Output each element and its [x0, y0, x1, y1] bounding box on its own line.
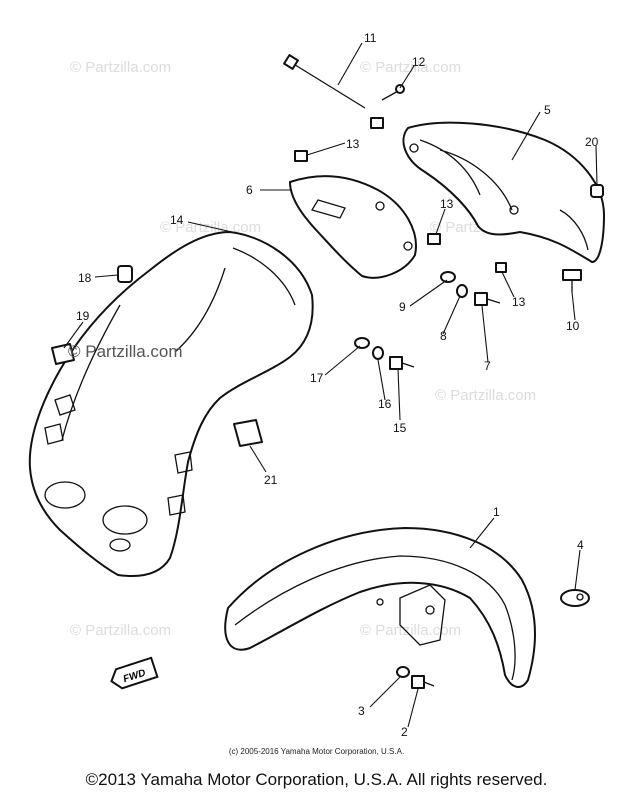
callout-1: 1 [493, 505, 500, 519]
footer-copyright: ©2013 Yamaha Motor Corporation, U.S.A. A… [85, 770, 548, 789]
callout-21: 21 [264, 473, 278, 487]
callout-6: 6 [246, 183, 253, 197]
callout-numbers: 11 12 5 13 20 6 13 14 18 19 9 8 7 13 10 … [76, 31, 599, 739]
part-13-collar [427, 233, 441, 245]
callout-7: 7 [484, 359, 491, 373]
callout-19: 19 [76, 309, 90, 323]
part-5-fender-stay [402, 121, 605, 263]
part-18-clip [117, 265, 133, 283]
part-15-bolt [389, 356, 415, 370]
part-11-bolt [283, 54, 366, 109]
part-20-grommet [590, 184, 604, 198]
callout-11: 11 [364, 31, 377, 45]
watermark: © Partzilla.com [70, 622, 171, 639]
part-12-screw [381, 84, 405, 101]
watermark: © Partzilla.com [435, 387, 536, 404]
callout-9: 9 [399, 300, 406, 314]
callout-5: 5 [544, 103, 551, 117]
part-1-front-fender [224, 527, 536, 688]
part-6-bracket [289, 175, 417, 279]
part-7-bolt [474, 292, 501, 306]
callout-16: 16 [378, 397, 392, 411]
part-19-clip [51, 343, 75, 365]
part-3-washer [396, 666, 410, 678]
part-13-collar [495, 262, 507, 273]
part-21-label [233, 419, 263, 447]
part-14-rear-fender [28, 231, 314, 577]
part-9-washer [440, 271, 456, 283]
part-2-bolt [411, 675, 435, 689]
part-10-bolt [562, 269, 582, 292]
callout-18: 18 [78, 271, 92, 285]
watermark: © Partzilla.com [70, 59, 171, 76]
callout-20: 20 [585, 135, 599, 149]
callout-4: 4 [577, 538, 584, 552]
callout-13-b: 13 [440, 197, 454, 211]
callout-2: 2 [401, 725, 408, 739]
part-16-lockwasher [372, 346, 384, 360]
watermark: © Partzilla.com [360, 622, 461, 639]
callout-8: 8 [440, 329, 447, 343]
inner-copyright: (c) 2005-2016 Yamaha Motor Corporation, … [228, 747, 405, 756]
callout-15: 15 [393, 421, 407, 435]
overlay-watermark: © Partzilla.com [68, 342, 183, 361]
callout-13: 13 [346, 137, 360, 151]
watermark: © Partzilla.com [360, 59, 461, 76]
part-4-reflector-bolt [560, 589, 590, 607]
part-13-collar [294, 150, 308, 162]
callout-13-c: 13 [512, 295, 526, 309]
part-17-washer [354, 337, 370, 349]
part-13-collar [370, 117, 384, 129]
callout-17: 17 [310, 371, 324, 385]
leader-lines [63, 42, 598, 728]
callout-10: 10 [566, 319, 580, 333]
part-8-lockwasher [456, 284, 468, 298]
callout-3: 3 [358, 704, 365, 718]
callout-14: 14 [170, 213, 184, 227]
callout-12: 12 [412, 55, 426, 69]
fwd-arrow: FWD [110, 656, 159, 690]
